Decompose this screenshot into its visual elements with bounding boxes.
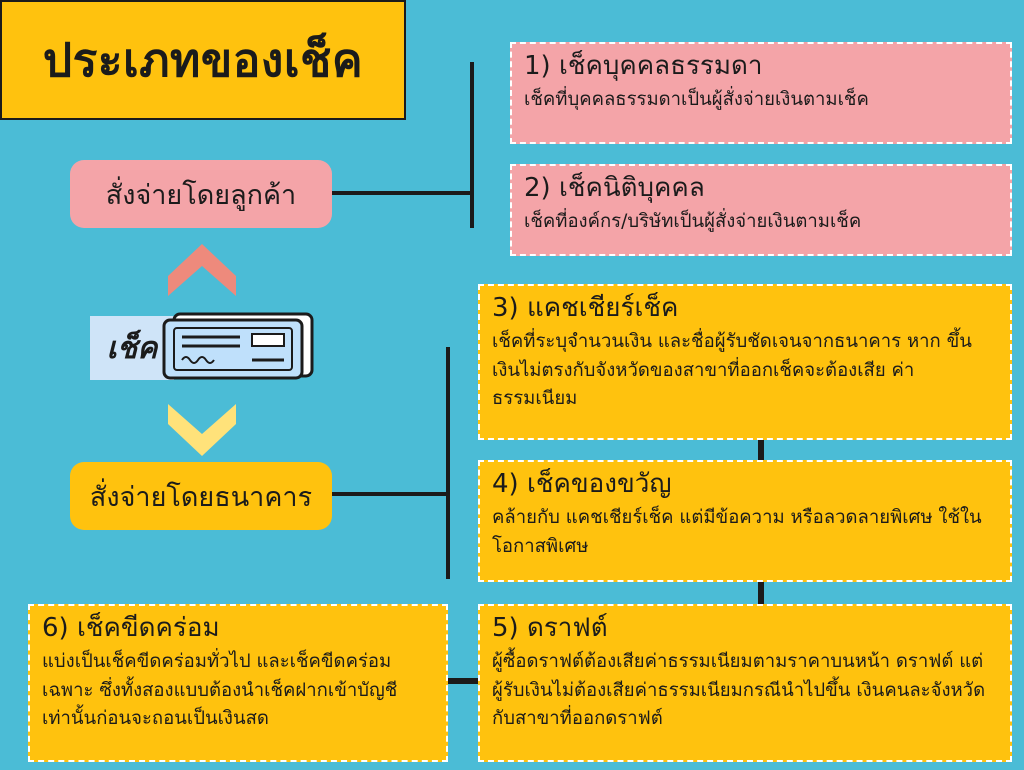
- card-draft: 5) ดราฟต์ ผู้ซื้อดราฟต์ต้องเสียค่าธรรมเน…: [478, 604, 1012, 762]
- connector-line: [758, 438, 764, 460]
- card-title: 5) ดราฟต์: [492, 613, 608, 643]
- connector-line: [332, 191, 472, 195]
- card-description: คล้ายกับ แคชเชียร์เช็ค แต่มีข้อความ หรือ…: [492, 506, 982, 557]
- card-corporate-check: 2) เช็คนิติบุคคล เช็คที่องค์กร/บริษัทเป็…: [510, 164, 1012, 256]
- connector-line: [446, 678, 478, 684]
- card-description: เช็คที่องค์กร/บริษัทเป็นผู้สั่งจ่ายเงินต…: [524, 210, 862, 232]
- check-document-icon: [162, 312, 314, 380]
- connector-line: [446, 347, 450, 579]
- customer-issued-label: สั่งจ่ายโดยลูกค้า: [70, 160, 332, 228]
- card-cashier-check: 3) แคชเชียร์เช็ค เช็คที่ระบุจำนวนเงิน แล…: [478, 284, 1012, 440]
- card-individual-check: 1) เช็คบุคคลธรรมดา เช็คที่บุคคลธรรมดาเป็…: [510, 42, 1012, 144]
- card-description: แบ่งเป็นเช็คขีดคร่อมทั่วไป และเช็คขีดคร่…: [42, 650, 398, 730]
- card-description: เช็คที่ระบุจำนวนเงิน และชื่อผู้รับชัดเจน…: [492, 330, 972, 410]
- card-gift-check: 4) เช็คของขวัญ คล้ายกับ แคชเชียร์เช็ค แต…: [478, 460, 1012, 582]
- connector-line: [758, 580, 764, 604]
- card-title: 2) เช็คนิติบุคคล: [524, 173, 705, 203]
- up-chevron-icon: [168, 244, 236, 296]
- card-title: 1) เช็คบุคคลธรรมดา: [524, 51, 763, 81]
- card-title: 3) แคชเชียร์เช็ค: [492, 293, 679, 323]
- check-label: เช็ค: [90, 316, 174, 380]
- card-crossed-check: 6) เช็คขีดคร่อม แบ่งเป็นเช็คขีดคร่อมทั่ว…: [28, 604, 448, 762]
- card-description: ผู้ซื้อดราฟต์ต้องเสียค่าธรรมเนียมตามราคา…: [492, 650, 986, 730]
- card-title: 4) เช็คของขวัญ: [492, 469, 672, 499]
- card-title: 6) เช็คขีดคร่อม: [42, 613, 220, 643]
- connector-line: [332, 492, 448, 496]
- card-description: เช็คที่บุคคลธรรมดาเป็นผู้สั่งจ่ายเงินตาม…: [524, 88, 869, 110]
- down-chevron-icon: [168, 404, 236, 456]
- page-title: ประเภทของเช็ค: [0, 0, 406, 120]
- bank-issued-label: สั่งจ่ายโดยธนาคาร: [70, 462, 332, 530]
- connector-line: [470, 62, 474, 228]
